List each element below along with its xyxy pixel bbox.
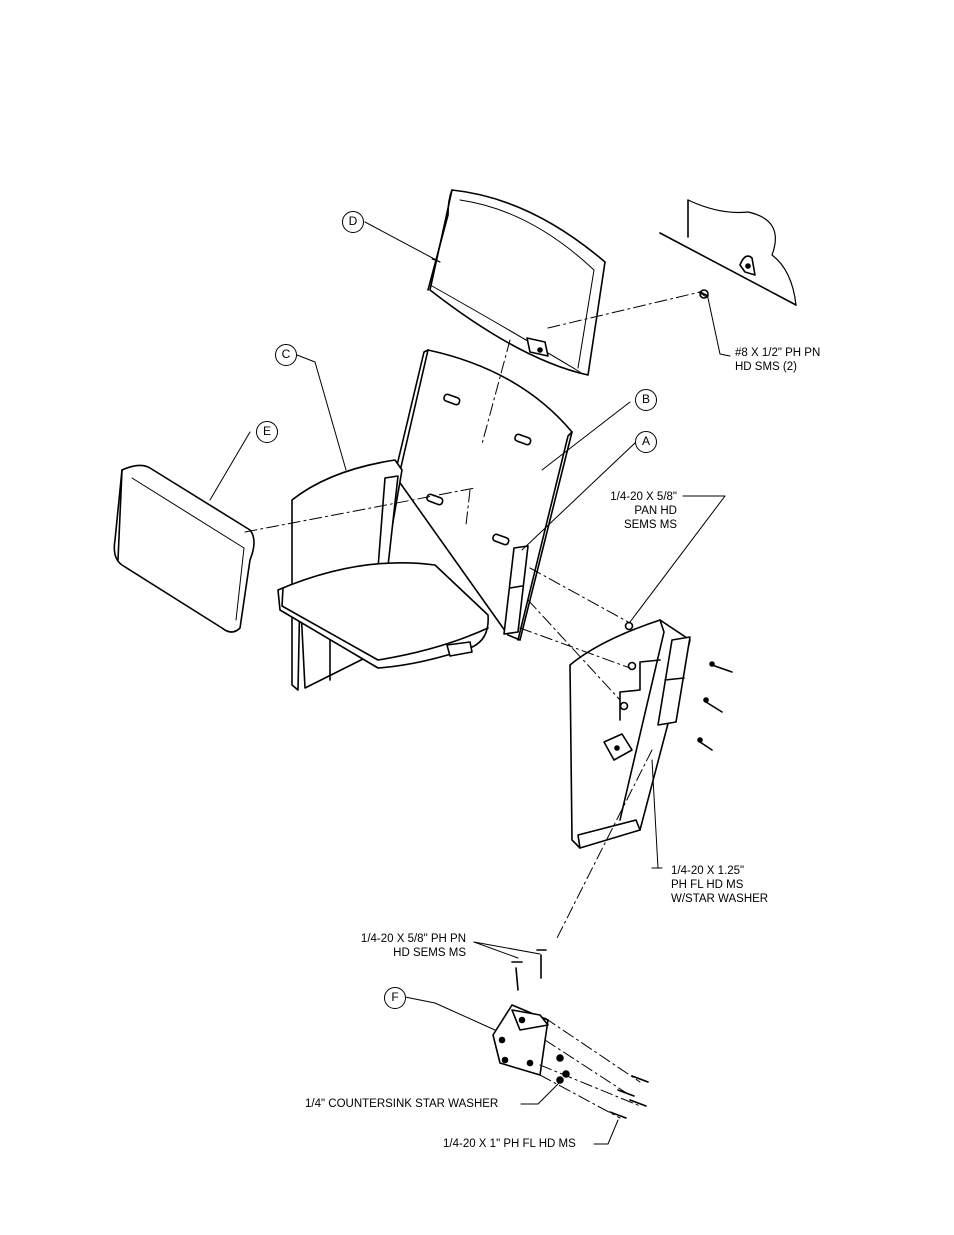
right-side-panel <box>569 619 691 849</box>
seat-cushion <box>277 561 489 669</box>
part-f-floor-bracket <box>492 949 549 1076</box>
leader-lines <box>209 221 731 1145</box>
callout-d: D <box>342 211 364 233</box>
label-fl-hd-star-washer: 1/4-20 X 1.25" PH FL HD MS W/STAR WASHER <box>671 865 769 905</box>
label-fl-hd-1in: 1/4-20 X 1" PH FL HD MS <box>443 1138 576 1150</box>
wall-bracket-detail <box>659 199 797 306</box>
part-d-back-cushion <box>427 189 606 376</box>
label-pn-hd-sems: 1/4-20 X 5/8" PH PN HD SEMS MS <box>360 933 466 959</box>
part-a-hinge-bracket <box>503 545 529 635</box>
label-pan-hd-sems: 1/4-20 X 5/8" PAN HD SEMS MS <box>610 491 677 531</box>
assembly-center-lines <box>244 291 701 1119</box>
callout-c: C <box>275 344 297 366</box>
label-sms-screw: #8 X 1/2" PH PN HD SMS (2) <box>735 347 821 373</box>
part-b-back-panel <box>393 349 573 641</box>
part-e-arm-pad <box>113 464 255 633</box>
callout-f: F <box>384 987 406 1009</box>
callout-a: A <box>635 431 657 453</box>
right-panel-screws <box>697 661 733 751</box>
callout-b: B <box>635 389 657 411</box>
callout-e: E <box>256 421 278 443</box>
label-countersink-star-washer: 1/4" COUNTERSINK STAR WASHER <box>305 1098 499 1110</box>
